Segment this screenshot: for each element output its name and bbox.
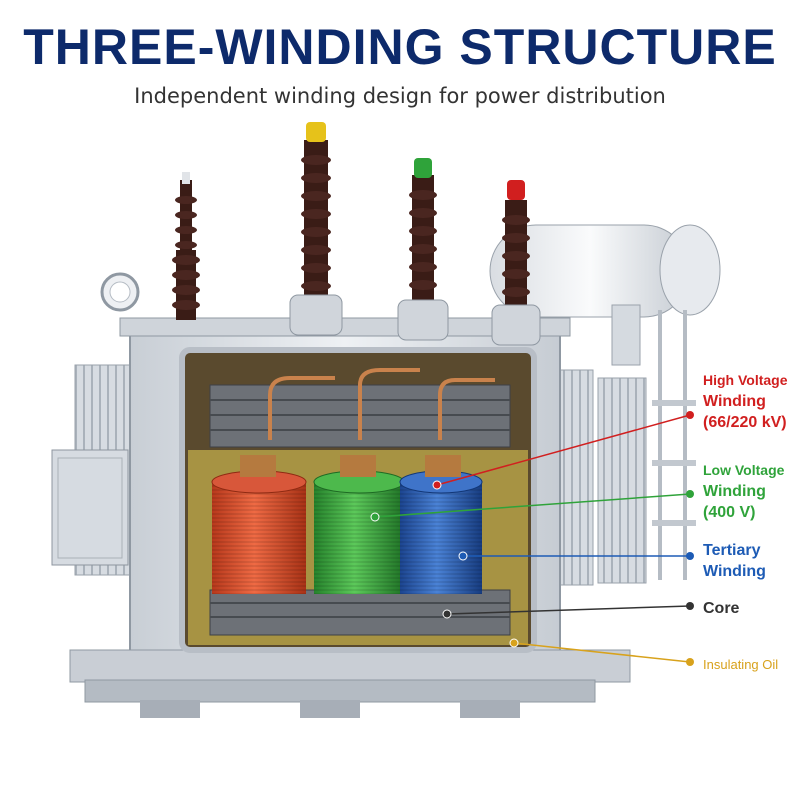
control-cabinet	[51, 449, 129, 566]
bushing-green	[397, 158, 449, 341]
core-bottom-yoke	[209, 589, 511, 636]
tertiary-coil	[399, 470, 483, 594]
leader-dots	[370, 411, 694, 666]
label-high-voltage-winding: High Voltage Winding (66/220 kV)	[703, 372, 788, 431]
label-core: Core	[703, 600, 740, 617]
cutaway-window	[179, 347, 537, 653]
leader-lines	[374, 414, 691, 663]
bushing-yellow	[289, 122, 343, 336]
conservator-tank	[489, 224, 721, 366]
page-title: THREE-WINDING STRUCTURE	[23, 19, 777, 75]
page-subtitle: Independent winding design for power dis…	[134, 84, 666, 108]
bushing-red	[491, 180, 541, 346]
bushing-left	[172, 172, 200, 320]
hv-coil	[211, 470, 307, 594]
label-low-voltage-winding: Low Voltage Winding (400 V)	[703, 462, 785, 521]
label-tertiary-winding: Tertiary Winding	[703, 542, 766, 580]
gauge	[100, 272, 140, 312]
lv-coil	[313, 470, 405, 594]
label-insulating-oil: Insulating Oil	[703, 657, 779, 672]
